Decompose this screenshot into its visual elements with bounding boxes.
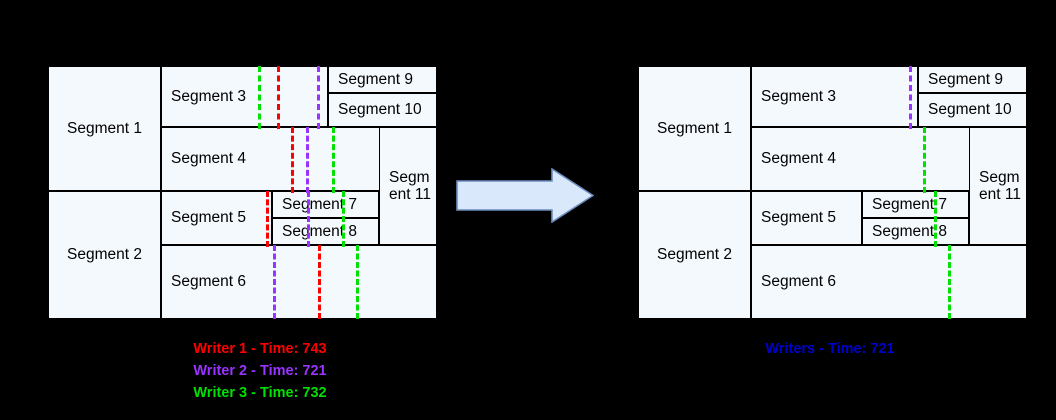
segment-cell-segment-9: Segment 9 [918, 66, 1027, 93]
segment-cell-segment-2: Segment 2 [638, 191, 751, 319]
segment-cell-segment-8: Segment 8 [272, 218, 379, 245]
transition-arrow-icon [456, 168, 594, 223]
segment-cell-segment-3: Segment 3 [751, 66, 918, 127]
segment-label: Segment 9 [928, 70, 1003, 88]
before-merge-segment-tree: Segment 1 Segment 2 Segment 3 Segment 4 Segm… [48, 66, 448, 326]
segment-cell-segment-8: Segment 8 [862, 218, 969, 245]
segment-cell-segment-5: Segment 5 [751, 191, 862, 245]
segment-cell-segment-11: Segm ent 11 [379, 127, 437, 245]
segment-cell-segment-6: Segment 6 [751, 245, 1027, 319]
after-merge-segment-tree: Segment 1 Segment 2 Segment 3 Segment 4 Segm… [638, 66, 1038, 326]
segment-cell-segment-10: Segment 10 [918, 93, 1027, 127]
writer-position-line-writer-3 [934, 191, 937, 247]
segment-label: Segment 2 [657, 246, 732, 264]
legend-writer-3: Writer 3 - Time: 732 [193, 385, 327, 401]
segment-label: Segment 8 [872, 222, 947, 240]
segment-label: Segment 6 [171, 273, 246, 291]
writer-position-line-writer-3 [342, 191, 345, 247]
writer-position-line-writer-3 [948, 245, 951, 319]
writer-position-line-writer-3 [923, 127, 926, 193]
segment-label: Segment 5 [761, 209, 836, 227]
segment-cell-segment-7: Segment 7 [862, 191, 969, 218]
segment-label: Segment 10 [928, 101, 1012, 119]
segment-label: Segment 7 [282, 195, 357, 213]
legend-writer-1: Writer 1 - Time: 743 [193, 341, 327, 357]
writer-position-line-writer-2 [273, 245, 276, 319]
segment-cell-segment-10: Segment 10 [328, 93, 437, 127]
writer-position-line-writer-3 [332, 127, 335, 193]
segment-label: Segment 9 [338, 70, 413, 88]
segment-label: Segment 8 [282, 222, 357, 240]
segment-cell-segment-2: Segment 2 [48, 191, 161, 319]
segment-cell-segment-1: Segment 1 [48, 66, 161, 191]
segment-label: Segment 2 [67, 246, 142, 264]
segment-label: Segment 3 [761, 87, 836, 105]
segment-label: Segment 4 [171, 150, 246, 168]
segment-label: Segment 1 [657, 119, 732, 137]
segment-label: Segment 5 [171, 209, 246, 227]
segment-label: Segment 1 [67, 119, 142, 137]
segment-cell-segment-7: Segment 7 [272, 191, 379, 218]
writer-position-line-writer-3 [258, 66, 261, 129]
segment-label: Segment 10 [338, 101, 422, 119]
segment-label: Segm ent 11 [979, 168, 1021, 203]
segment-cell-segment-1: Segment 1 [638, 66, 751, 191]
writer-position-line-writer-2 [317, 66, 320, 129]
legend-writers-merged: Writers - Time: 721 [765, 341, 895, 357]
segment-label: Segment 6 [761, 273, 836, 291]
segment-label: Segment 7 [872, 195, 947, 213]
writer-position-line-writer-2 [306, 127, 309, 193]
writer-position-line-writer-1 [318, 245, 321, 319]
writer-position-line-writer-1 [277, 66, 280, 129]
writer-position-line-writer-3 [356, 245, 359, 319]
segment-cell-segment-5: Segment 5 [161, 191, 272, 245]
legend-writer-2: Writer 2 - Time: 721 [193, 363, 327, 379]
writer-position-line-writer-2 [307, 191, 310, 247]
segment-label: Segment 3 [171, 87, 246, 105]
segment-cell-segment-6: Segment 6 [161, 245, 437, 319]
segment-cell-segment-9: Segment 9 [328, 66, 437, 93]
right-legend: Writers - Time: 721 [700, 341, 960, 363]
segment-cell-segment-3: Segment 3 [161, 66, 328, 127]
segment-label: Segm ent 11 [389, 168, 431, 203]
segment-label: Segment 4 [761, 150, 836, 168]
writer-position-line-writer-1 [266, 191, 269, 247]
segment-cell-segment-11: Segm ent 11 [969, 127, 1027, 245]
writer-position-line-writer-1 [291, 127, 294, 193]
writer-position-line-writer-2 [909, 66, 912, 129]
